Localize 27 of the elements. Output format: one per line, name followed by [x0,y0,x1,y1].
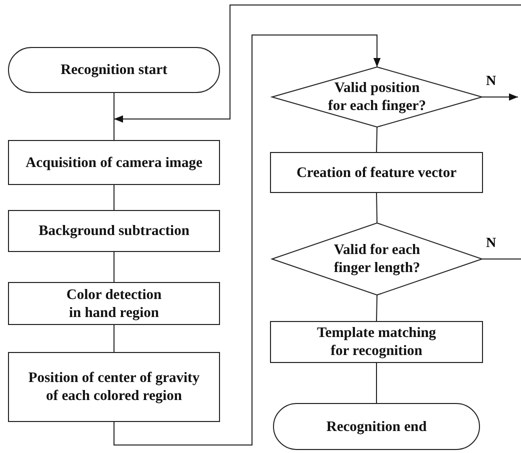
process-box [8,282,220,325]
node-text: Valid for each finger length? [332,241,422,277]
node-text: Acquisition of camera image [26,154,202,172]
connector-line [376,192,378,224]
decision-diamond [270,222,484,296]
arrow [114,34,381,446]
connector-line [376,362,377,404]
terminal-shape [273,403,480,450]
process-box [8,210,220,252]
connector-line [376,294,378,322]
arrow [482,93,518,101]
node-text: Template matching for recognition [316,324,438,360]
decision-diamond [270,66,484,128]
process-box [270,152,483,193]
node-text: Recognition start [60,61,168,79]
node-text: Valid position for each finger? [327,79,427,115]
process-box [270,321,483,363]
connector-line [376,126,378,152]
node-text: Creation of feature vector [296,164,457,182]
node-text: Position of center of gravity of each colored region [27,369,201,405]
node-text: Color detection in hand region [65,286,163,322]
node-text: Recognition end [326,418,427,436]
process-box [8,140,220,185]
terminal-shape [8,47,220,93]
arrow [114,4,521,260]
node-text: Background subtraction [38,222,190,240]
process-box [8,352,220,422]
